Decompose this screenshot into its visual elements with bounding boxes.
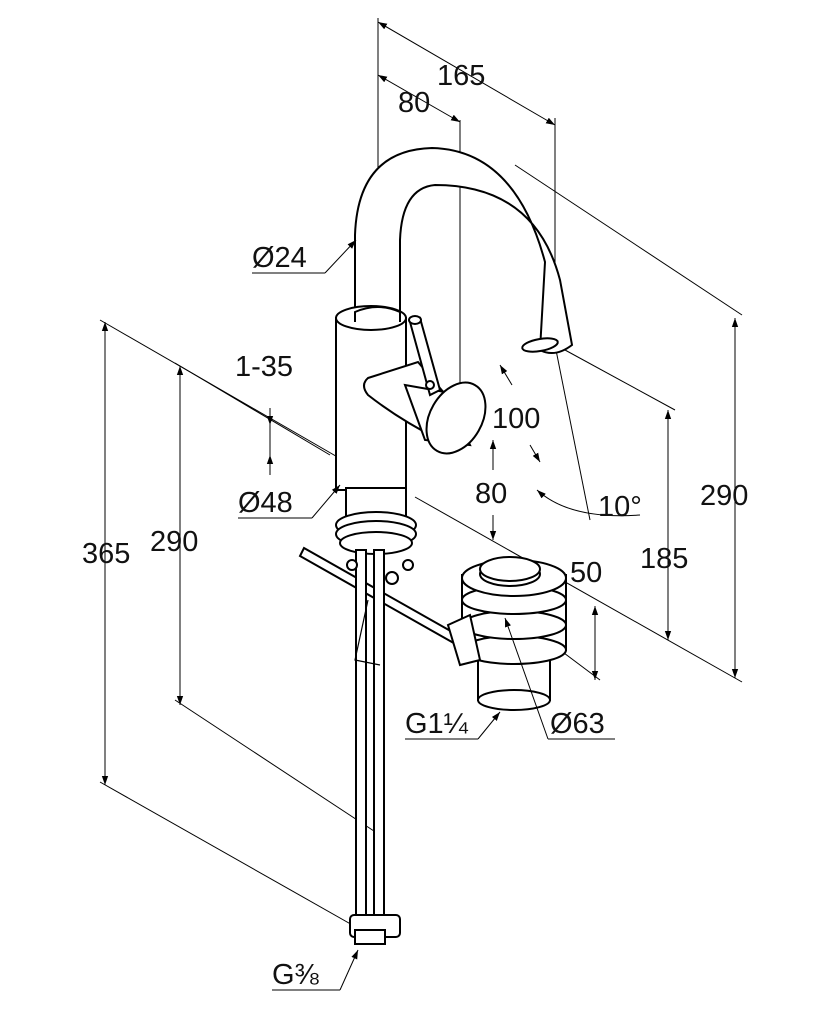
dim-hose-thread: G⅜ [272,959,320,991]
dim-10-deg: 10° [598,491,642,523]
dim-drain-diameter: Ø63 [550,708,605,740]
dim-50: 50 [570,557,602,589]
dim-1-35: 1-35 [235,351,293,383]
dim-185: 185 [640,543,688,575]
dimension-labels: 165 80 Ø24 1-35 100 Ø48 80 10° 290 185 5… [82,60,748,991]
dim-290-right: 290 [700,480,748,512]
dim-drain-thread: G1¼ [405,708,469,740]
dim-80-top: 80 [398,87,430,119]
faucet [335,146,574,555]
dim-365: 365 [82,538,130,570]
dim-spout-diameter: Ø24 [252,242,307,274]
dim-290-left: 290 [150,526,198,558]
dim-100: 100 [492,403,540,435]
lever-cap [425,381,487,455]
dimension-lines [101,21,739,991]
pop-up-drain [446,556,567,711]
dim-80-center: 80 [475,478,507,510]
dim-body-diameter: Ø48 [238,487,293,519]
dim-165: 165 [437,60,485,92]
spout [354,146,574,355]
hoses [298,546,472,945]
